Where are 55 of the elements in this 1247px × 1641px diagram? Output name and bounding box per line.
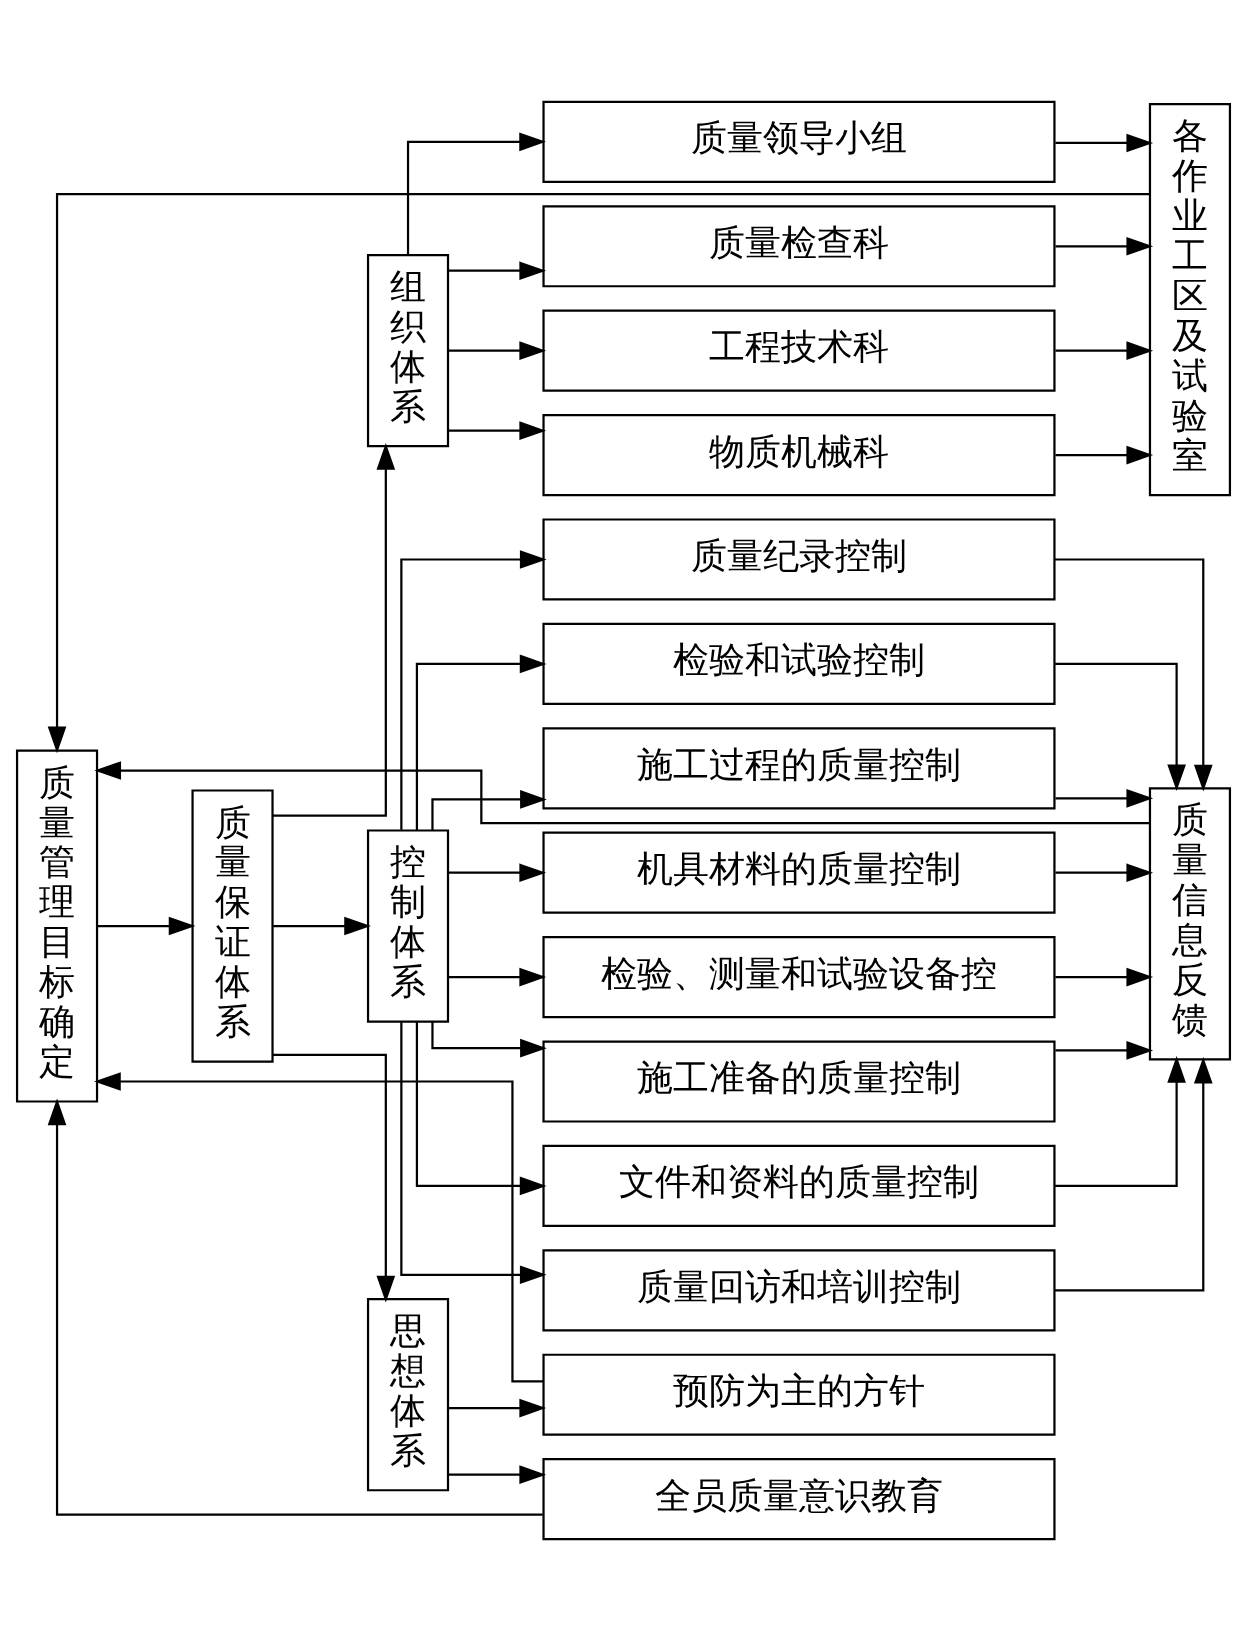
- node-box: 工程技术科: [542, 309, 1056, 392]
- arrow: [1055, 341, 1154, 360]
- arrow: [431, 790, 547, 831]
- arrow: [448, 421, 547, 440]
- node-box: 质量管理目标确定: [15, 749, 99, 1103]
- node-box: 文件和资料的质量控制: [542, 1144, 1056, 1227]
- arrow: [1055, 662, 1186, 792]
- arrow: [400, 1022, 547, 1285]
- node-box: 预防为主的方针: [542, 1353, 1056, 1436]
- arrow: [47, 1098, 543, 1516]
- arrow: [1055, 445, 1154, 465]
- arrow: [415, 654, 547, 830]
- node-box: 质量回访和培训控制: [542, 1249, 1056, 1332]
- node-box: 质量保证体系: [191, 789, 274, 1063]
- node-box: 组织体系: [366, 254, 450, 448]
- arrow: [273, 916, 371, 936]
- arrow: [431, 1021, 547, 1058]
- arrow: [1055, 236, 1154, 256]
- arrow: [1055, 133, 1154, 153]
- node-box: 质量检查科: [542, 205, 1056, 288]
- arrow: [400, 550, 547, 830]
- node-box: 施工准备的质量控制: [542, 1040, 1056, 1123]
- arrow: [97, 916, 196, 936]
- node-box: 全员质量意识教育: [542, 1458, 1056, 1541]
- arrow: [272, 1053, 396, 1303]
- node-box: 检验和试验控制: [542, 622, 1056, 705]
- arrow: [448, 1465, 547, 1485]
- arrow: [448, 261, 547, 281]
- arrow: [448, 341, 547, 360]
- node-box: 思想体系: [366, 1298, 450, 1492]
- arrow: [406, 132, 546, 255]
- arrow: [1055, 1041, 1154, 1060]
- node-box: 施工过程的质量控制: [542, 727, 1056, 810]
- arrow: [448, 863, 547, 883]
- arrow: [448, 1398, 547, 1418]
- arrow: [94, 1072, 544, 1383]
- node-box: 各作业工区及试验室: [1148, 103, 1232, 497]
- arrow: [448, 967, 547, 987]
- arrow: [47, 192, 1150, 754]
- arrow: [1055, 863, 1154, 883]
- arrow: [272, 443, 396, 817]
- arrow: [1054, 1056, 1213, 1292]
- node-box: 物质机械科: [542, 414, 1056, 497]
- arrow: [94, 761, 1150, 825]
- arrow: [1054, 558, 1213, 792]
- node-box: 控制体系: [366, 829, 450, 1023]
- node-box: 质量信息反馈: [1148, 787, 1232, 1061]
- node-box: 质量领导小组: [542, 100, 1056, 183]
- node-box: 机具材料的质量控制: [542, 831, 1056, 914]
- arrow: [1055, 1056, 1186, 1188]
- arrow: [1055, 967, 1154, 987]
- node-box: 检验、测量和试验设备控: [542, 936, 1056, 1019]
- arrow: [415, 1022, 547, 1196]
- node-box: 质量纪录控制: [542, 518, 1056, 601]
- arrow: [1055, 788, 1154, 808]
